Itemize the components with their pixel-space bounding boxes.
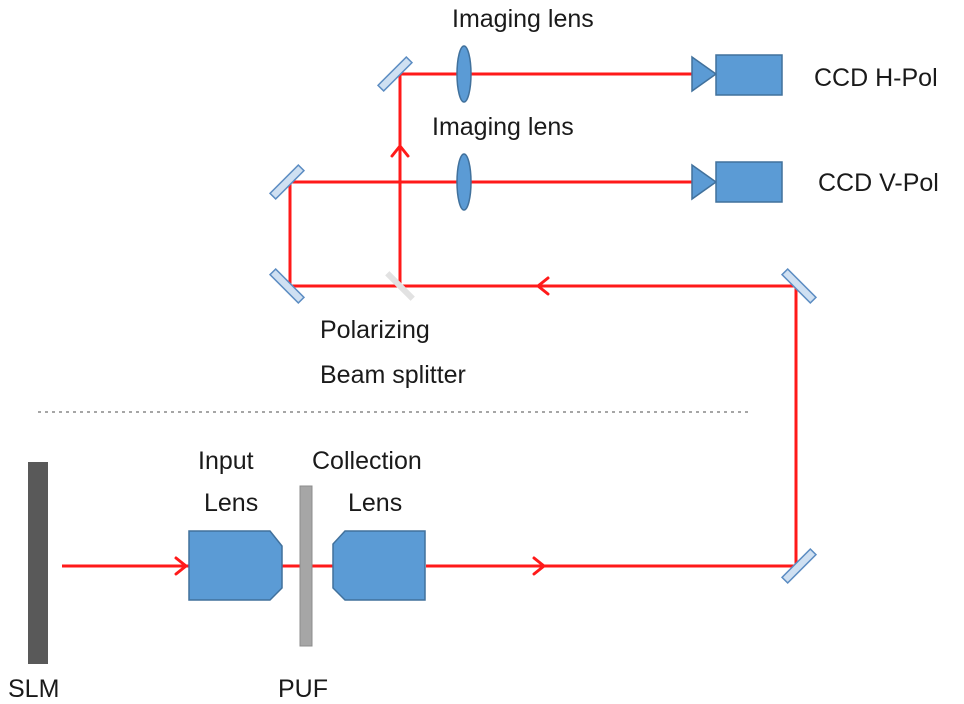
mirror-middle-left <box>268 163 306 201</box>
mirror-lower-right <box>780 547 818 585</box>
label-input-line1: Input <box>198 447 254 475</box>
puf-sample <box>299 485 313 647</box>
ccd-v-pol-body <box>715 161 783 203</box>
label-pbs-line2: Beam splitter <box>320 361 466 389</box>
mirror-top-left <box>376 55 414 93</box>
arrowhead-top-left <box>536 276 550 296</box>
label-collection-line2: Lens <box>348 489 403 517</box>
ccd-v-pol-cone <box>691 163 718 201</box>
ccd-h-pol-cone <box>691 55 718 93</box>
arrowhead-bottom-right <box>532 556 546 576</box>
label-input-line2: Lens <box>204 489 259 517</box>
polarizing-beam-splitter <box>385 271 415 301</box>
label-imaging-lens-top: Imaging lens <box>452 5 594 33</box>
mirror-upper-right <box>780 267 818 305</box>
arrowhead-into-input <box>174 556 188 576</box>
label-slm: SLM <box>8 675 60 703</box>
label-puf: PUF <box>278 675 328 703</box>
collection-lens <box>332 530 426 601</box>
ccd-h-pol-camera <box>691 54 783 96</box>
imaging-lens-middle <box>456 153 472 211</box>
arrowhead-pbs-up <box>390 144 410 158</box>
imaging-lens-top <box>456 45 472 103</box>
label-ccd-v-pol: CCD V-Pol <box>818 169 939 197</box>
input-lens <box>188 530 283 601</box>
label-pbs-line1: Polarizing <box>320 316 430 344</box>
ccd-v-pol-camera <box>691 161 783 203</box>
label-imaging-lens-middle: Imaging lens <box>432 113 574 141</box>
label-ccd-h-pol: CCD H-Pol <box>814 64 938 92</box>
ccd-h-pol-body <box>715 54 783 96</box>
slm-panel <box>28 462 48 664</box>
label-collection-line1: Collection <box>312 447 422 475</box>
mirror-lower-left <box>268 267 306 305</box>
laser-beam-path <box>62 72 798 568</box>
